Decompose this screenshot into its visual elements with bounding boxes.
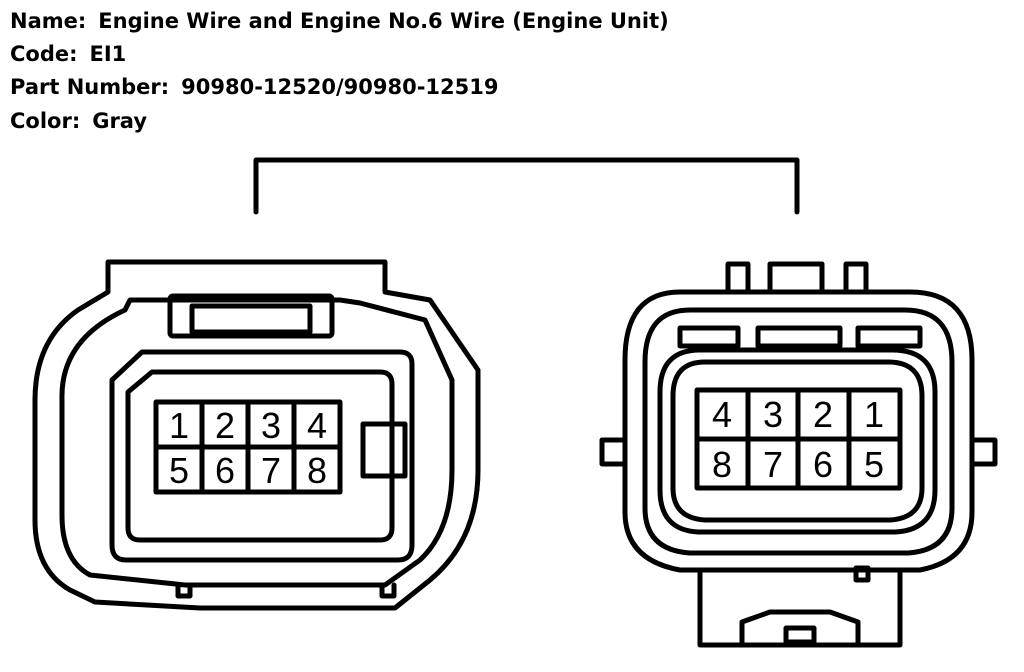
right-pin-label: 2 xyxy=(813,394,833,435)
right-pin-label: 8 xyxy=(712,444,732,485)
left-cavity-outer xyxy=(109,349,415,563)
code-line: Code: EI1 xyxy=(10,44,126,65)
left-pin-label: 8 xyxy=(307,450,327,491)
right-pin-label: 3 xyxy=(763,394,783,435)
left-pin-label: 7 xyxy=(261,450,281,491)
right-pin-label: 7 xyxy=(763,444,783,485)
right-side-tab xyxy=(969,437,998,467)
color-label: Color: xyxy=(10,109,81,133)
color-line: Color: Gray xyxy=(10,111,147,132)
right-rib xyxy=(855,325,923,349)
name-line: Name: Engine Wire and Engine No.6 Wire (E… xyxy=(10,11,669,32)
left-outer-shell xyxy=(32,259,481,611)
name-value: Engine Wire and Engine No.6 Wire (Engine… xyxy=(98,9,669,33)
part-number-line: Part Number: 90980-12520/90980-12519 xyxy=(10,77,498,98)
right-lock-lever xyxy=(739,609,861,648)
left-pin-label: 6 xyxy=(215,450,235,491)
name-label: Name: xyxy=(10,9,87,33)
left-pin-label: 3 xyxy=(261,405,281,446)
left-connector xyxy=(32,259,481,611)
left-bottom-notch xyxy=(379,582,397,599)
right-pin-label: 4 xyxy=(712,394,732,435)
right-cavity-outer xyxy=(657,347,938,535)
left-pin-label: 2 xyxy=(215,405,235,446)
code-label: Code: xyxy=(10,42,78,66)
right-cavity-inner xyxy=(670,359,925,523)
part-number-value: 90980-12520/90980-12519 xyxy=(181,75,499,99)
right-connector xyxy=(599,261,998,648)
right-side-tab xyxy=(599,437,628,467)
code-value: EI1 xyxy=(89,42,127,66)
right-inner-shell xyxy=(642,307,955,556)
left-pin-label: 5 xyxy=(169,450,189,491)
left-bottom-notch xyxy=(175,582,193,599)
right-top-tab xyxy=(767,261,825,295)
color-value: Gray xyxy=(92,109,148,133)
part-number-label: Part Number: xyxy=(10,75,170,99)
right-pin-label: 1 xyxy=(864,394,884,435)
right-lock-housing xyxy=(697,567,903,648)
left-key-tab xyxy=(360,421,408,479)
right-outer-shell xyxy=(622,289,975,573)
right-pin-label: 5 xyxy=(864,444,884,485)
right-top-tab xyxy=(843,261,869,295)
left-inner-shell xyxy=(59,297,455,588)
right-small-notch xyxy=(853,565,871,583)
right-rib xyxy=(677,325,741,349)
left-pin-label: 1 xyxy=(169,405,189,446)
right-lock-button xyxy=(783,625,817,645)
left-latch-frame xyxy=(167,293,335,339)
mating-bracket xyxy=(253,157,800,215)
left-cavity-inner xyxy=(125,369,395,543)
left-pin-label: 4 xyxy=(307,405,327,446)
left-latch-tab xyxy=(189,303,313,335)
right-top-tab xyxy=(725,261,751,295)
right-pin-label: 6 xyxy=(813,444,833,485)
right-rib xyxy=(755,325,843,349)
